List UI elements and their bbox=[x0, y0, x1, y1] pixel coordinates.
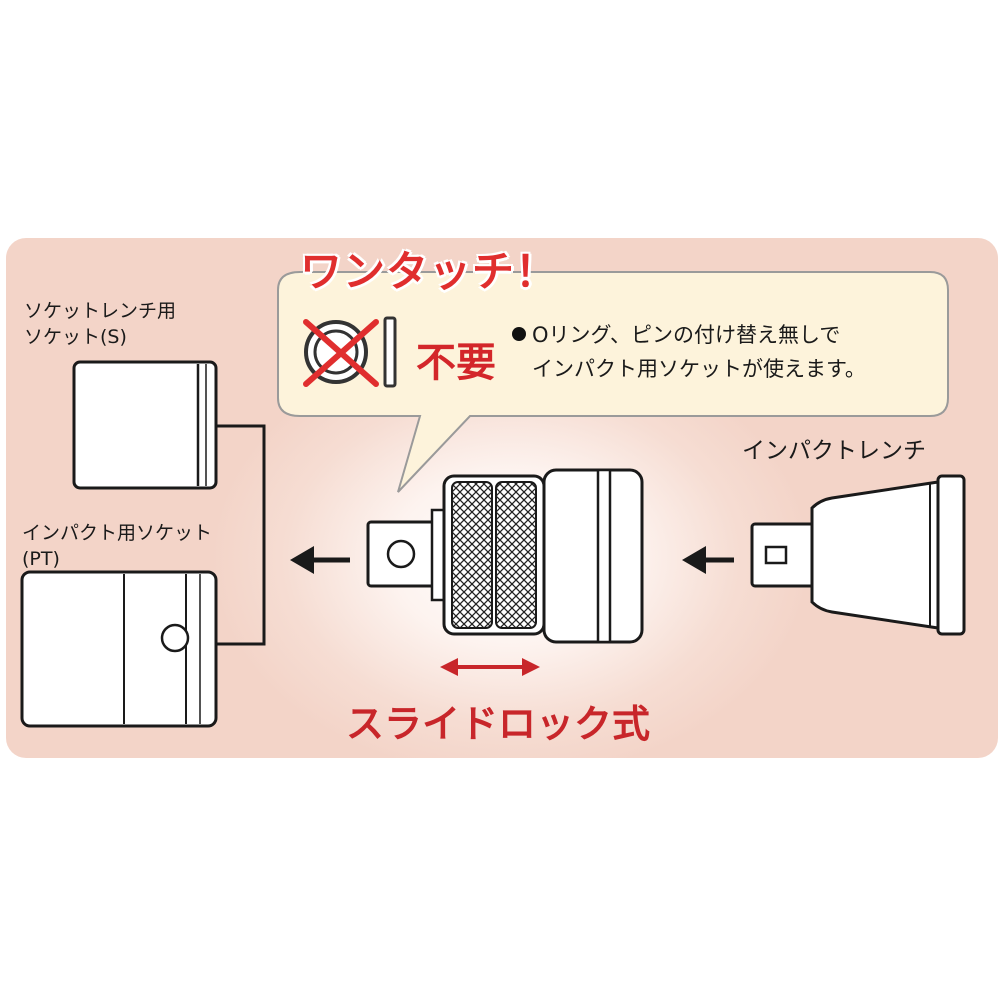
o-ring-pin-crossed-icon bbox=[303, 316, 397, 388]
impact-socket-label-line1: インパクト用ソケット bbox=[22, 522, 213, 544]
adapter-illustration bbox=[366, 468, 644, 644]
socket-wrench-label-line2: ソケット(S) bbox=[24, 326, 127, 348]
speech-bubble bbox=[277, 271, 949, 493]
bullet-icon bbox=[512, 327, 526, 341]
impact-wrench-label: インパクトレンチ bbox=[742, 438, 926, 464]
arrow-left-icon bbox=[682, 546, 734, 574]
feature-note: Oリング、ピンの付け替え無しで インパクト用ソケットが使えます。 bbox=[512, 318, 866, 386]
impact-socket-pt-illustration bbox=[20, 570, 218, 728]
not-required-label: 不要 bbox=[416, 340, 496, 386]
slide-lock-label: スライドロック式 bbox=[346, 702, 651, 746]
feature-note-line1-text: Oリング、ピンの付け替え無しで bbox=[532, 323, 841, 347]
socket-wrench-label: ソケットレンチ用 ソケット(S) bbox=[24, 298, 176, 350]
arrow-left-icon bbox=[290, 546, 350, 574]
impact-wrench-illustration bbox=[750, 474, 966, 636]
socket-s-illustration bbox=[72, 360, 218, 490]
feature-note-line1: Oリング、ピンの付け替え無しで bbox=[512, 318, 866, 352]
title-one-touch: ワンタッチ！ bbox=[300, 247, 559, 296]
slide-double-arrow-icon bbox=[440, 658, 540, 676]
socket-wrench-label-line1: ソケットレンチ用 bbox=[24, 300, 177, 322]
impact-socket-label-line2: (PT) bbox=[22, 548, 60, 570]
impact-socket-label: インパクト用ソケット (PT) bbox=[22, 520, 212, 572]
bracket-connector bbox=[216, 424, 266, 646]
feature-note-line2: インパクト用ソケットが使えます。 bbox=[532, 357, 866, 381]
